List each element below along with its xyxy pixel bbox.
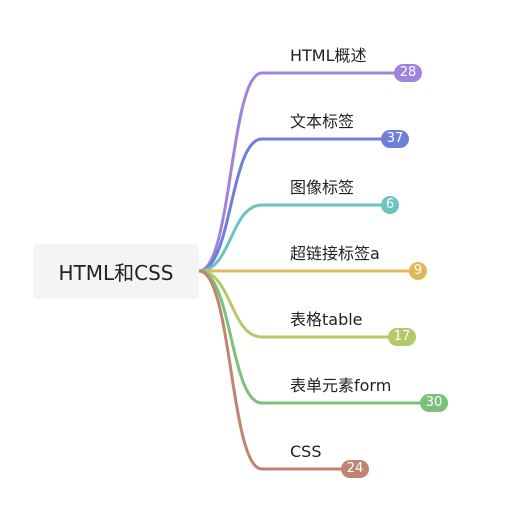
link-text-tags <box>197 137 397 273</box>
branch-label-hyperlink-tag[interactable]: 超链接标签a <box>290 244 380 263</box>
branch-count-badge-form-elements: 30 <box>420 394 448 412</box>
link-css <box>197 269 357 471</box>
branch-label-text-tags[interactable]: 文本标签 <box>290 112 355 131</box>
branch-count-badge-text-tags: 37 <box>381 130 409 148</box>
branch-label-css[interactable]: CSS <box>290 442 322 461</box>
link-html-overview <box>197 71 410 273</box>
branch-label-image-tags[interactable]: 图像标签 <box>290 178 355 197</box>
root-node[interactable]: HTML和CSS <box>33 244 199 299</box>
root-node-label: HTML和CSS <box>58 261 174 285</box>
branch-count-badge-html-overview: 28 <box>394 64 422 82</box>
link-image-tags <box>197 203 392 273</box>
branch-count-badge-image-tags: 6 <box>381 196 399 214</box>
branch-label-table[interactable]: 表格table <box>290 310 363 329</box>
link-form-elements <box>197 269 436 405</box>
branch-label-html-overview[interactable]: HTML概述 <box>290 46 367 65</box>
branch-label-form-elements[interactable]: 表单元素form <box>290 376 392 395</box>
branch-count-badge-css: 24 <box>341 460 369 478</box>
branch-count-badge-hyperlink-tag: 9 <box>409 262 427 280</box>
branch-count-badge-table: 17 <box>388 328 416 346</box>
link-table <box>197 269 404 339</box>
